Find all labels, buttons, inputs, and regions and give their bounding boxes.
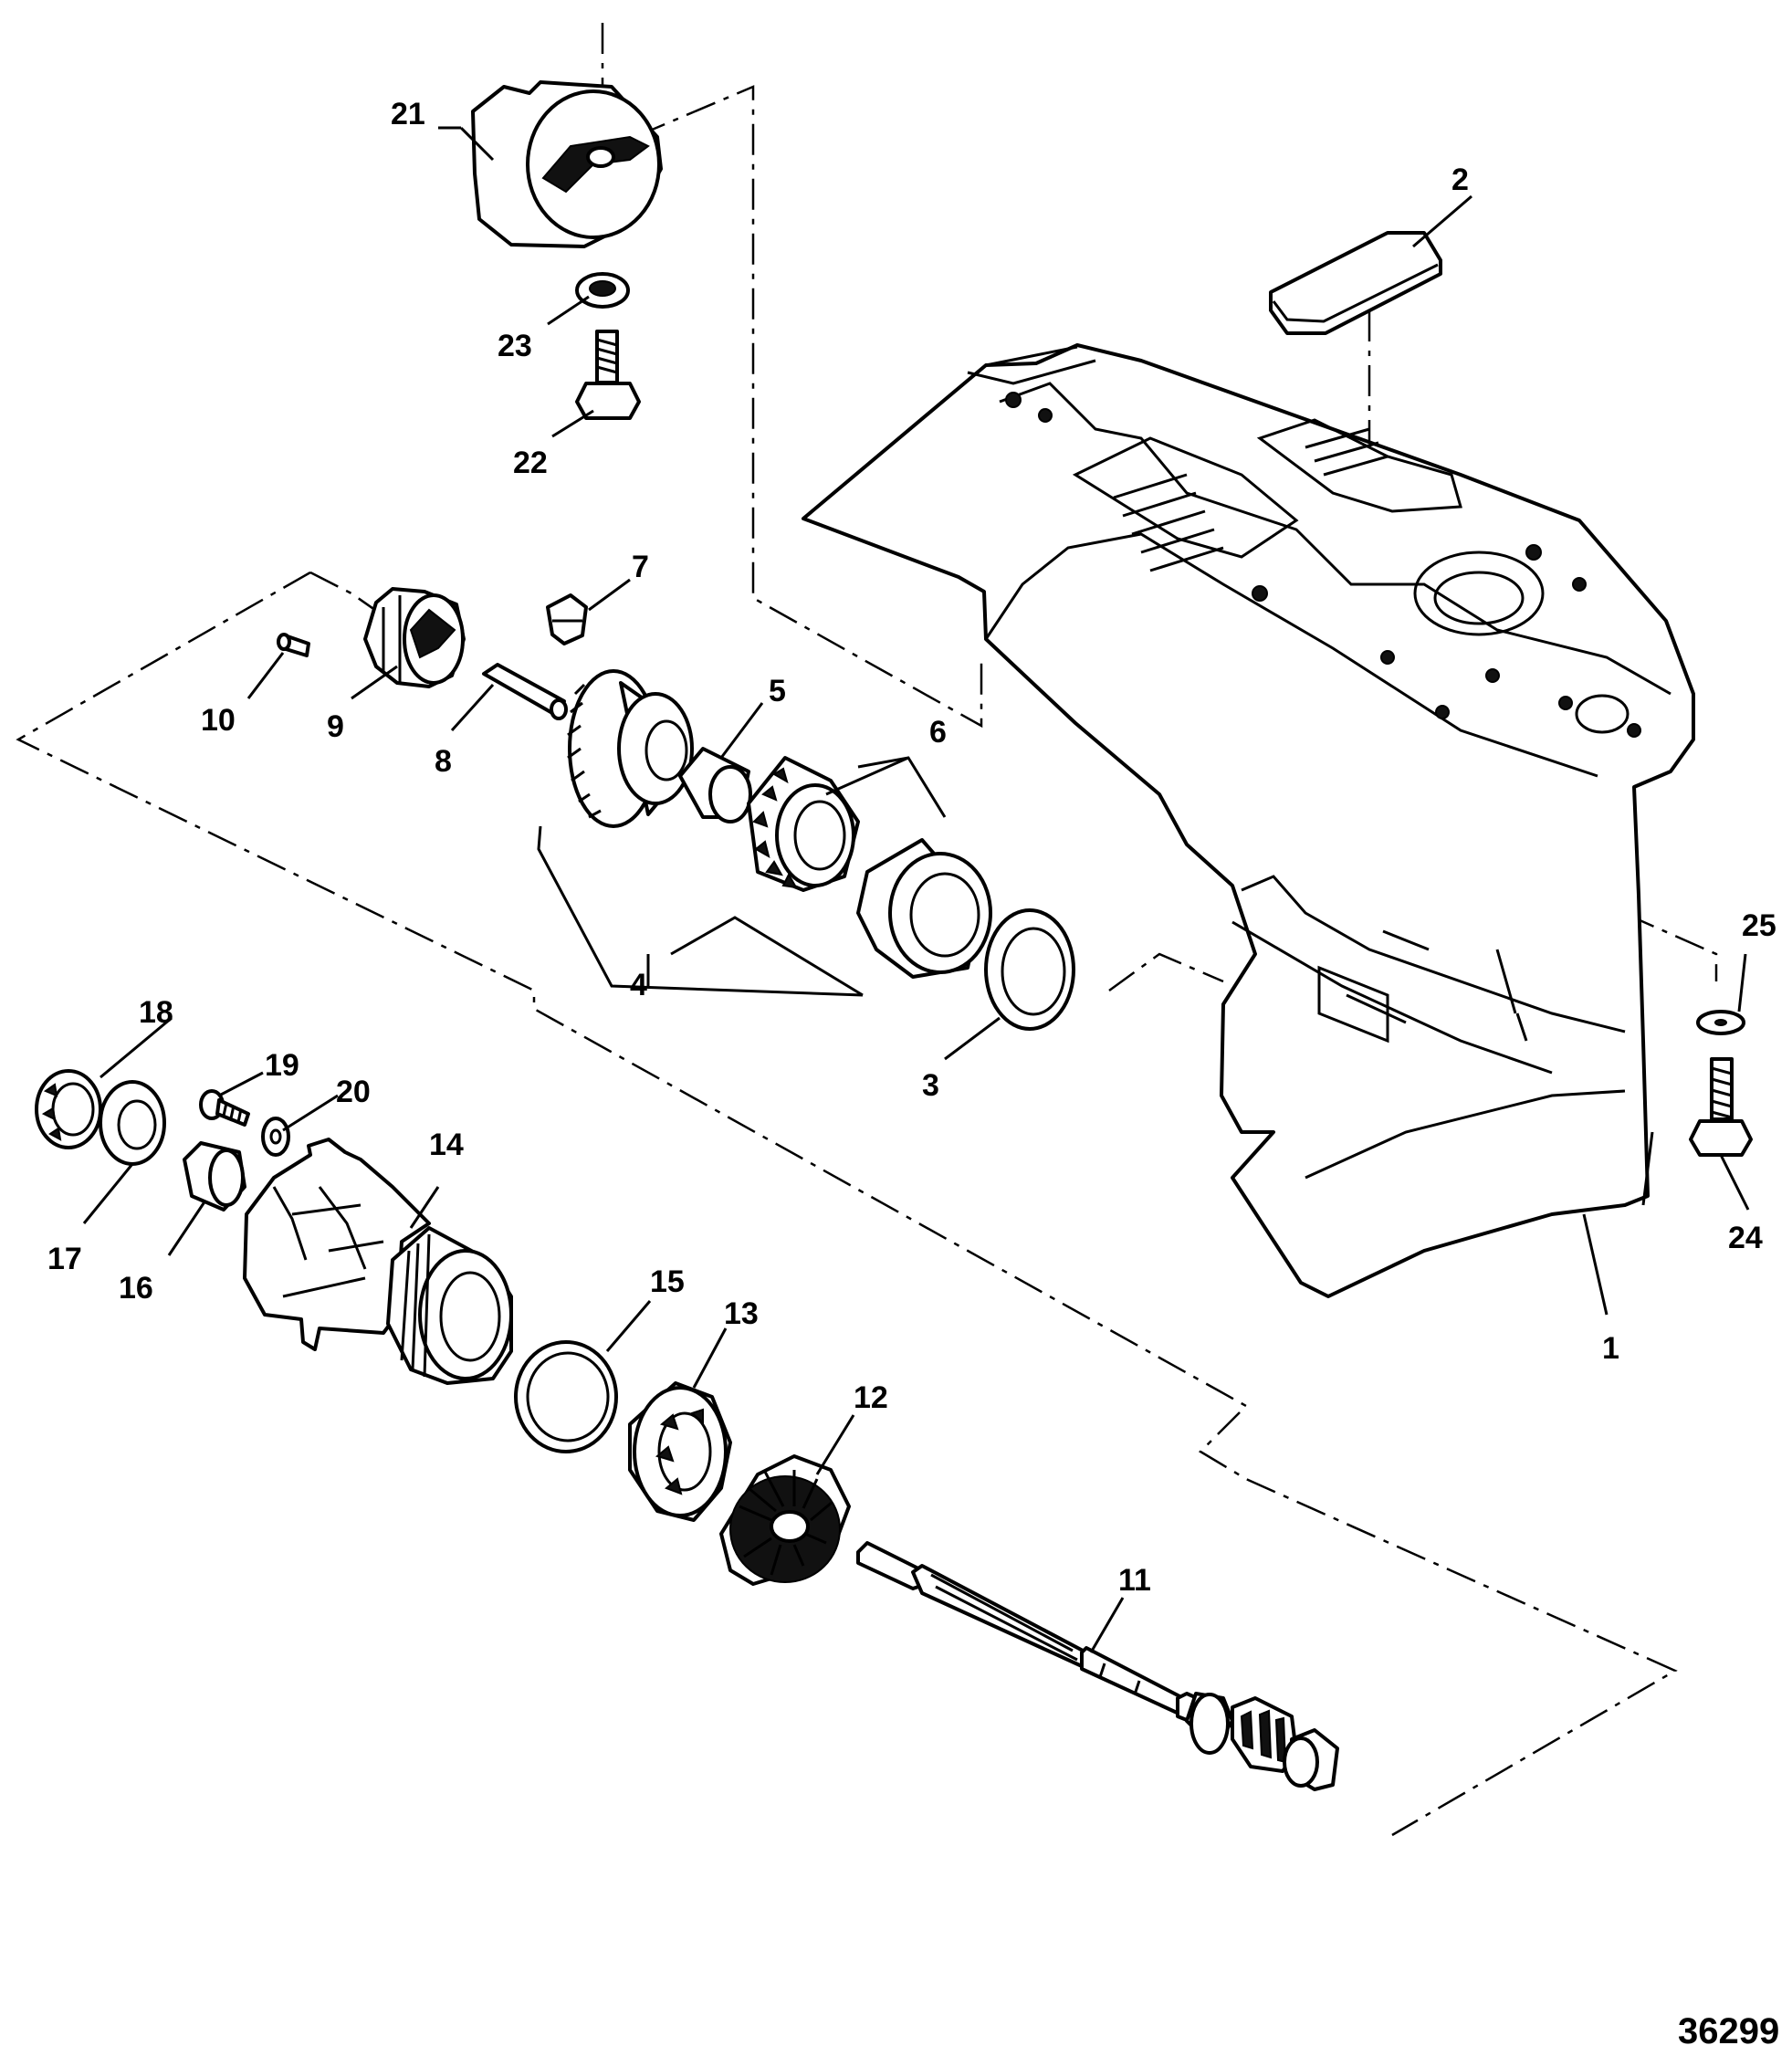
callout-21: 21: [391, 97, 425, 131]
callout-11: 11: [1118, 1563, 1151, 1598]
figure-reference-number: 36299: [1678, 2011, 1779, 2051]
needle-bearing-part: [183, 1141, 246, 1212]
drive-shaft-part: [856, 1541, 1339, 1791]
oil-seal-part: [99, 1080, 166, 1166]
callout-5: 5: [769, 674, 786, 708]
anode-part: [471, 80, 663, 248]
bearing-carrier-part: [243, 1138, 513, 1385]
thin-washer-part: [261, 1117, 290, 1157]
callout-9: 9: [327, 709, 344, 744]
seal-part: [984, 908, 1075, 1031]
callout-24: 24: [1728, 1221, 1763, 1255]
callout-19: 19: [265, 1048, 299, 1083]
callout-22: 22: [513, 446, 548, 480]
callout-2: 2: [1451, 163, 1469, 197]
callout-18: 18: [139, 995, 173, 1030]
pin-part: [277, 633, 310, 657]
gear-housing-part: [802, 343, 1695, 1298]
callout-8: 8: [435, 744, 452, 779]
callout-17: 17: [47, 1242, 82, 1276]
plug-part: [546, 593, 588, 645]
washer-part: [575, 272, 630, 309]
bolt-part: [575, 330, 641, 420]
callout-1: 1: [1602, 1331, 1619, 1366]
o-ring-part: [514, 1340, 618, 1453]
tapered-bearing-part: [747, 756, 860, 892]
plate-part: [1269, 231, 1442, 335]
callout-labels: 2 21 23 22 7 10 9 8 5 6 4 3 25 24 1 18 1…: [47, 97, 1776, 1598]
gear-part: [719, 1454, 851, 1586]
ball-bearing-part: [35, 1069, 102, 1149]
callout-25: 25: [1742, 908, 1776, 943]
callout-7: 7: [632, 550, 649, 584]
leader-lines: [82, 126, 1750, 1653]
callout-14: 14: [429, 1128, 464, 1162]
clutch-part: [363, 587, 466, 688]
callout-16: 16: [119, 1271, 153, 1306]
callout-23: 23: [498, 329, 532, 363]
roller-bearing-part: [678, 747, 752, 823]
small-washer-part: [1696, 1010, 1745, 1035]
housing-bolt-part: [1689, 1057, 1753, 1157]
callout-3: 3: [922, 1068, 939, 1103]
callout-20: 20: [336, 1075, 371, 1109]
callout-6: 6: [929, 715, 947, 750]
forward-gear-part: [567, 669, 694, 828]
bearing-cup-part: [856, 838, 992, 979]
cross-pin-part: [482, 663, 568, 720]
callout-4: 4: [630, 968, 647, 1002]
main-ball-bearing-part: [628, 1381, 732, 1522]
callout-13: 13: [724, 1296, 759, 1331]
callout-15: 15: [650, 1264, 685, 1299]
callout-12: 12: [854, 1380, 888, 1415]
callout-10: 10: [201, 703, 236, 738]
screw-part: [199, 1089, 250, 1127]
